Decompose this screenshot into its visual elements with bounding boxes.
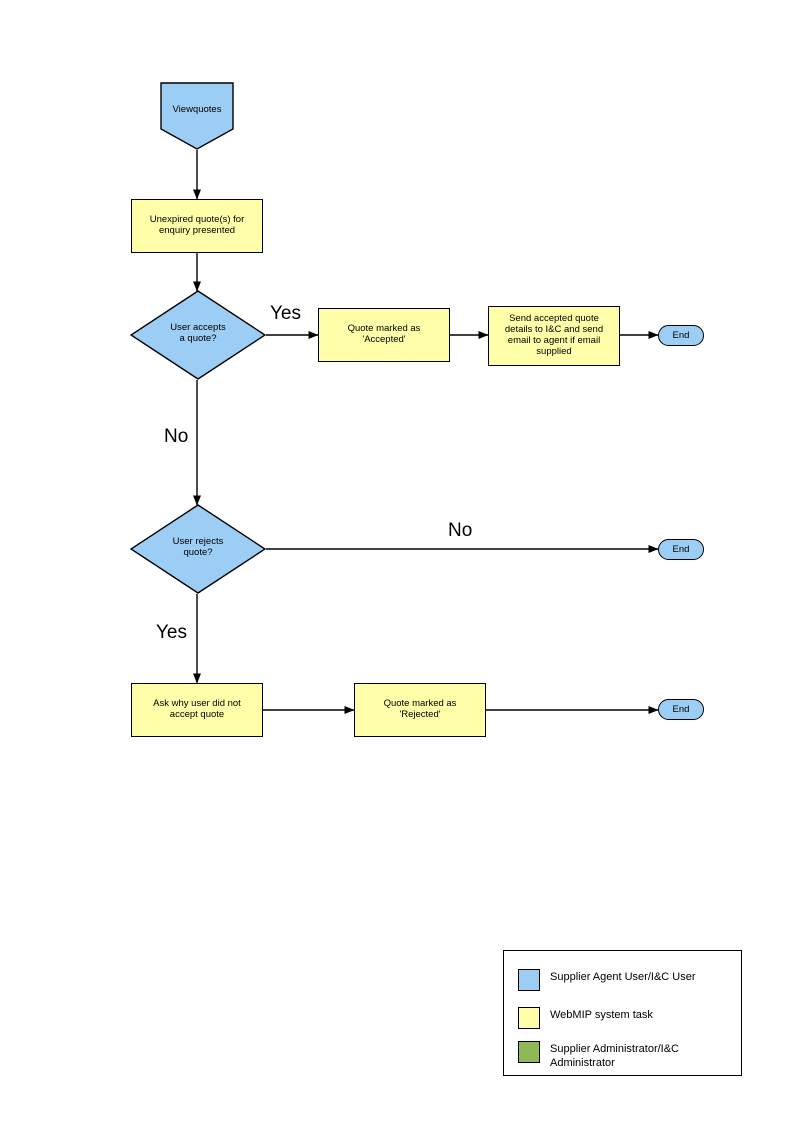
pentagon-shape <box>160 82 234 150</box>
node-start-label: Viewquotes <box>172 104 222 115</box>
legend-item-supplier-administrator: Supplier Administrator/I&C Administrator <box>518 1041 679 1071</box>
legend-swatch-yellow <box>518 1007 540 1029</box>
diamond-shape <box>129 290 267 380</box>
edge-label-yes-rejects: Yes <box>156 622 187 643</box>
node-end-no-reject[interactable]: End <box>658 539 704 560</box>
node-decision-user-accepts-label: User accepts a quote? <box>170 322 226 345</box>
node-end-rejected-label: End <box>672 704 690 715</box>
legend-label-webmip-system-task: WebMIP system task <box>550 1009 653 1021</box>
node-ask-why-not-accept[interactable]: Ask why user did not accept quote <box>131 683 263 737</box>
diamond-shape <box>129 504 267 594</box>
legend-swatch-blue <box>518 969 540 991</box>
node-unexpired-quotes-label: Unexpired quote(s) for enquiry presented <box>149 214 245 236</box>
node-start-viewquotes[interactable]: Viewquotes <box>160 82 234 150</box>
node-end-rejected[interactable]: End <box>658 699 704 720</box>
legend-item-webmip-system-task: WebMIP system task <box>518 1007 653 1029</box>
edge-label-yes-accepts: Yes <box>270 303 301 324</box>
node-quote-marked-accepted-label: Quote marked as 'Accepted' <box>347 323 421 345</box>
node-end-accepted-label: End <box>672 330 690 341</box>
node-send-accepted-quote-details[interactable]: Send accepted quote details to I&C and s… <box>488 306 620 366</box>
legend-swatch-green <box>518 1041 540 1063</box>
node-end-accepted[interactable]: End <box>658 325 704 346</box>
legend: Supplier Agent User/I&C User WebMIP syst… <box>503 950 742 1076</box>
edge-label-no-accepts: No <box>164 426 189 447</box>
legend-label-supplier-administrator: Supplier Administrator/I&C Administrator <box>550 1043 679 1069</box>
node-send-accepted-quote-details-label: Send accepted quote details to I&C and s… <box>504 313 604 357</box>
node-quote-marked-rejected-label: Quote marked as 'Rejected' <box>383 698 457 720</box>
node-quote-marked-accepted[interactable]: Quote marked as 'Accepted' <box>318 308 450 362</box>
node-unexpired-quotes[interactable]: Unexpired quote(s) for enquiry presented <box>131 199 263 253</box>
legend-item-supplier-agent: Supplier Agent User/I&C User <box>518 969 696 991</box>
node-quote-marked-rejected[interactable]: Quote marked as 'Rejected' <box>354 683 486 737</box>
edge-label-no-rejects: No <box>448 520 473 541</box>
node-ask-why-not-accept-label: Ask why user did not accept quote <box>153 698 241 720</box>
node-end-no-reject-label: End <box>672 544 690 555</box>
legend-label-supplier-agent: Supplier Agent User/I&C User <box>550 971 696 983</box>
node-decision-user-rejects-label: User rejects quote? <box>172 536 224 559</box>
node-decision-user-accepts[interactable]: User accepts a quote? <box>129 290 267 380</box>
node-decision-user-rejects[interactable]: User rejects quote? <box>129 504 267 594</box>
